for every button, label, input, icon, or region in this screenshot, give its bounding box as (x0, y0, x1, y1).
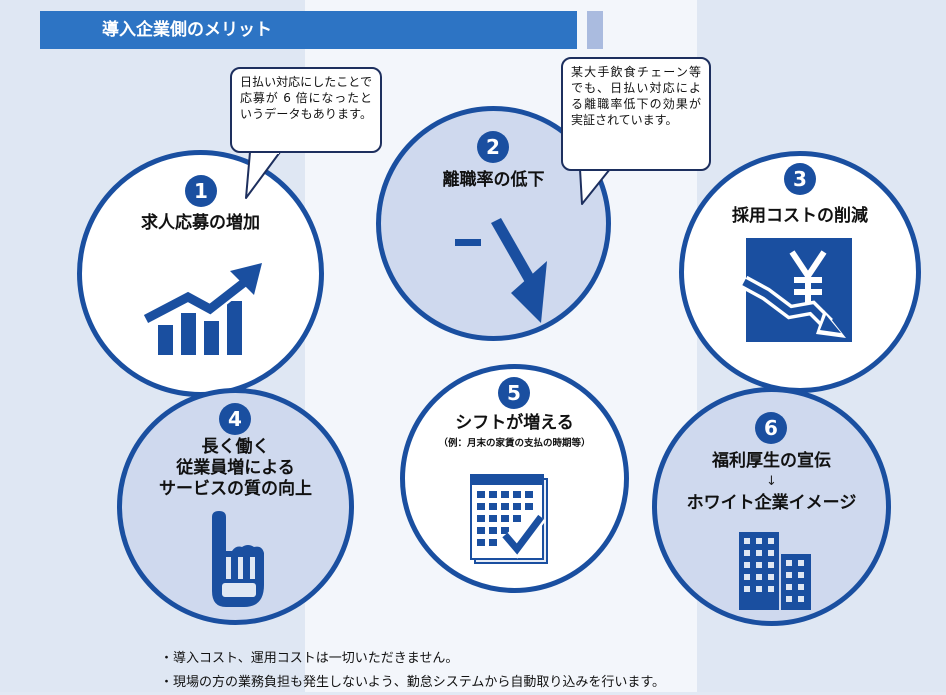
note-2: ・現場の方の業務負担も発生しないよう、勤怠システムから自動取り込みを行います。 (160, 675, 666, 690)
calendar-check-icon (470, 474, 548, 564)
merit-6-number: 6 (755, 412, 787, 444)
merit-6-circle: 6 福利厚生の宣伝 ↓ ホワイト企業イメージ (652, 387, 891, 626)
merit-5-subtitle: （例：月末の家賃の支払の時期等） (438, 438, 591, 449)
note-1: ・導入コスト、運用コストは一切いただきません。 (160, 651, 459, 666)
header-accent-block (587, 11, 603, 49)
merit-5-circle: 5 シフトが増える （例：月末の家賃の支払の時期等） (400, 364, 629, 593)
merit-4-number: 4 (219, 403, 251, 435)
merit-3-number: 3 (784, 163, 816, 195)
merit-4-title-line-3: サービスの質の向上 (159, 479, 312, 499)
merit-6-arrow: ↓ (766, 474, 777, 489)
section-header: 導入企業側のメリット (40, 11, 577, 49)
merit-1-number: 1 (185, 175, 217, 207)
bubble-1-tail (245, 148, 281, 199)
merit-3-circle: 3 採用コストの削減 (679, 151, 921, 393)
merit-4-title-line-1: 長く働く (201, 437, 270, 457)
speech-bubble-2: 某大手飲食チェーン等でも、日払い対応による離職率低下の効果が実証されています。 (561, 57, 711, 171)
merit-4-circle: 4 長く働く 従業員増による サービスの質の向上 (117, 388, 354, 625)
speech-bubble-1: 日払い対応にしたことで応募が 6 倍になったというデータもあります。 (230, 67, 382, 153)
merit-2-number: 2 (477, 131, 509, 163)
merit-3-title: 採用コストの削減 (732, 206, 868, 226)
growth-chart-icon (142, 263, 262, 355)
merit-4-title-line-2: 従業員増による (176, 458, 295, 478)
yen-decline-icon (740, 238, 852, 342)
merit-5-number: 5 (498, 377, 530, 409)
footnotes: ・導入コスト、運用コストは一切いただきません。 ・現場の方の業務負担も発生しない… (160, 647, 665, 695)
office-building-icon (739, 532, 811, 610)
merit-5-title: シフトが増える (455, 413, 574, 433)
merit-2-title: 離職率の低下 (442, 170, 545, 190)
bubble-2-tail (579, 166, 611, 205)
merit-1-title: 求人応募の増加 (141, 213, 260, 233)
bubble-1-text: 日払い対応にしたことで応募が 6 倍になったというデータもあります。 (240, 75, 372, 121)
down-arrow-icon (455, 218, 547, 323)
merit-6-title-2: ホワイト企業イメージ (686, 493, 857, 513)
thumbs-up-hand-icon (212, 511, 264, 607)
merit-2-circle: 2 離職率の低下 (376, 106, 611, 341)
bubble-2-text: 某大手飲食チェーン等でも、日払い対応による離職率低下の効果が実証されています。 (571, 65, 701, 127)
merit-6-title: 福利厚生の宣伝 (712, 451, 831, 471)
